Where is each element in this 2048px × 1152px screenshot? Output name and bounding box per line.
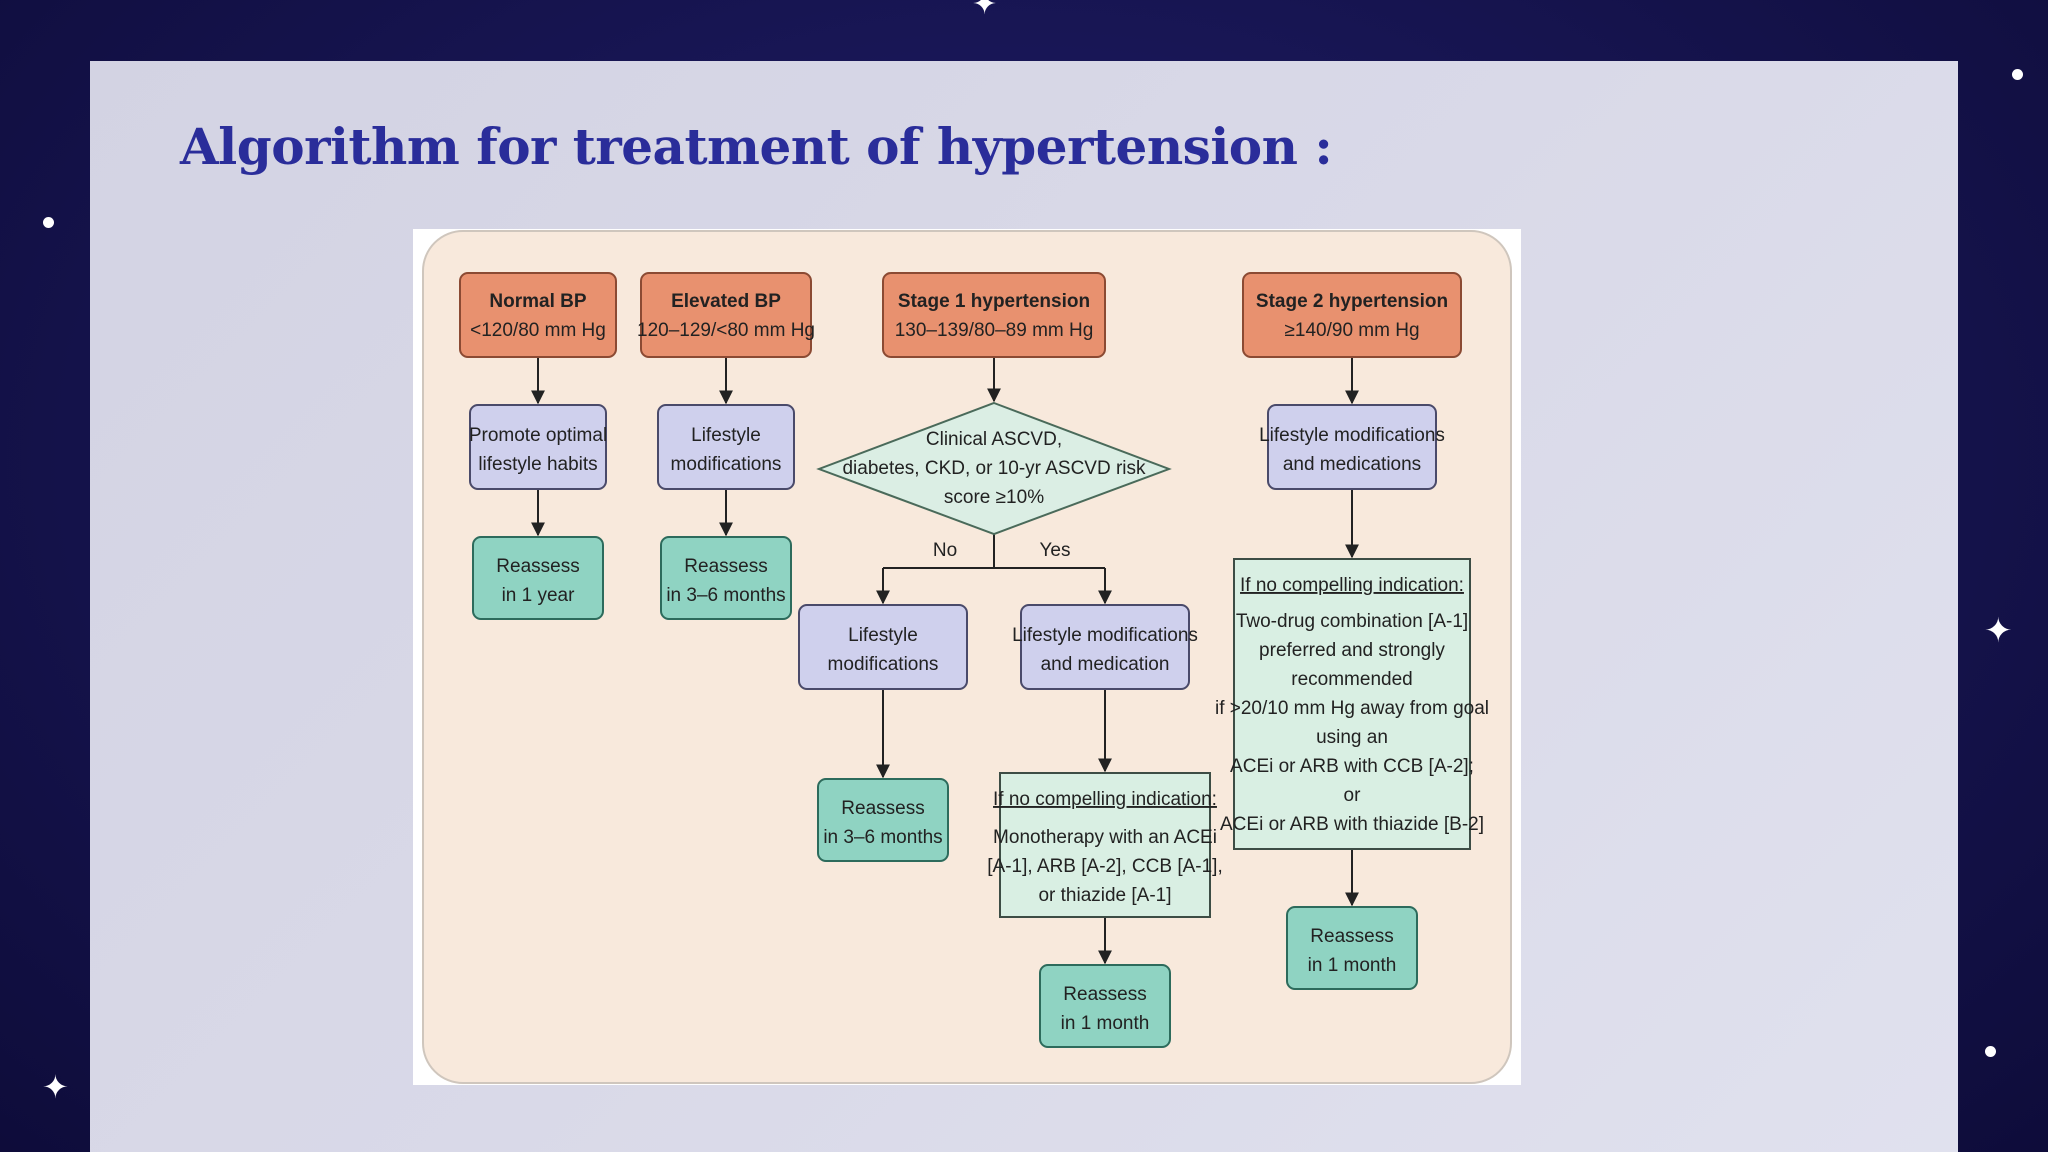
box-line: in 1 year	[502, 585, 576, 606]
box-line: Reassess	[684, 556, 767, 577]
box-line: in 3–6 months	[666, 585, 785, 606]
decision-diamond: Clinical ASCVD, diabetes, CKD, or 10-yr …	[816, 401, 1172, 536]
box-line: Reassess	[1310, 926, 1393, 947]
category-title: Elevated BP	[671, 291, 781, 312]
elevated-action-box: Lifestyle modifications	[657, 404, 795, 490]
box-line: and medication	[1041, 654, 1170, 675]
box-line: in 1 month	[1308, 955, 1397, 976]
box-line: Promote optimal	[469, 425, 607, 446]
no-reassess-box: Reassess in 3–6 months	[817, 778, 949, 862]
indication-line: using an	[1316, 727, 1388, 748]
box-line: in 3–6 months	[823, 827, 942, 848]
decision-line: Clinical ASCVD,	[926, 429, 1062, 450]
category-elevated-bp: Elevated BP 120–129/<80 mm Hg	[637, 272, 815, 358]
star-dot	[43, 217, 54, 228]
indication-line: recommended	[1291, 669, 1412, 690]
indication-line: [A-1], ARB [A-2], CCB [A-1],	[987, 856, 1222, 877]
category-range: <120/80 mm Hg	[470, 320, 606, 341]
indication-heading: If no compelling indication:	[1240, 575, 1464, 596]
normal-reassess-box: Reassess in 1 year	[472, 536, 604, 620]
indication-line: if >20/10 mm Hg away from goal	[1215, 698, 1489, 719]
sparkle-star-icon: ✦	[1984, 612, 2013, 650]
hypertension-flowchart: Normal BP <120/80 mm Hg Elevated BP 120–…	[422, 230, 1512, 1084]
star-dot	[1985, 1046, 1996, 1057]
category-range: 120–129/<80 mm Hg	[637, 320, 815, 341]
box-line: Lifestyle modifications	[1259, 425, 1445, 446]
indication-line: Two-drug combination [A-1]	[1236, 611, 1468, 632]
category-normal-bp: Normal BP <120/80 mm Hg	[459, 272, 617, 358]
indication-line: ACEi or ARB with thiazide [B-2]	[1220, 814, 1484, 835]
flowchart-image: Normal BP <120/80 mm Hg Elevated BP 120–…	[413, 229, 1521, 1085]
elevated-reassess-box: Reassess in 3–6 months	[660, 536, 792, 620]
category-stage2-hypertension: Stage 2 hypertension ≥140/90 mm Hg	[1242, 272, 1462, 358]
category-title: Stage 1 hypertension	[898, 291, 1090, 312]
yes-label: Yes	[1040, 540, 1071, 561]
no-action-box: Lifestyle modifications	[798, 604, 968, 690]
stage2-action-box: Lifestyle modifications and medications	[1259, 404, 1445, 490]
sparkle-star-icon: ✦	[42, 1069, 69, 1105]
category-range: 130–139/80–89 mm Hg	[895, 320, 1094, 341]
star-dot	[2012, 69, 2023, 80]
box-line: Lifestyle modifications	[1012, 625, 1198, 646]
box-line: Reassess	[496, 556, 579, 577]
decision-line: score ≥10%	[944, 487, 1044, 508]
indication-line: or thiazide [A-1]	[1038, 885, 1171, 906]
category-title: Stage 2 hypertension	[1256, 291, 1448, 312]
category-stage1-hypertension: Stage 1 hypertension 130–139/80–89 mm Hg	[882, 272, 1106, 358]
indication-line: or	[1344, 785, 1362, 806]
stage2-indication-box: If no compelling indication: Two-drug co…	[1215, 558, 1489, 850]
decision-line: diabetes, CKD, or 10-yr ASCVD risk	[842, 458, 1146, 479]
slide-title: Algorithm for treatment of hypertension …	[180, 117, 1333, 176]
category-range: ≥140/90 mm Hg	[1284, 320, 1419, 341]
yes-action-box: Lifestyle modifications and medication	[1012, 604, 1198, 690]
box-line: modifications	[671, 454, 782, 475]
box-line: lifestyle habits	[478, 454, 597, 475]
box-line: Reassess	[841, 798, 924, 819]
slide: Algorithm for treatment of hypertension …	[90, 61, 1958, 1152]
box-line: and medications	[1283, 454, 1421, 475]
indication-line: preferred and strongly	[1259, 640, 1445, 661]
indication-heading: If no compelling indication:	[993, 789, 1217, 810]
box-line: Reassess	[1063, 984, 1146, 1005]
indication-line: ACEi or ARB with CCB [A-2];	[1230, 756, 1474, 777]
stage2-reassess-box: Reassess in 1 month	[1286, 906, 1418, 990]
connectors	[531, 357, 1359, 965]
normal-action-box: Promote optimal lifestyle habits	[469, 404, 607, 490]
box-line: Lifestyle	[691, 425, 761, 446]
no-label: No	[933, 540, 957, 561]
yes-reassess-box: Reassess in 1 month	[1039, 964, 1171, 1048]
category-title: Normal BP	[489, 291, 586, 312]
box-line: in 1 month	[1061, 1013, 1150, 1034]
sparkle-star-icon: ✦	[972, 0, 998, 21]
indication-line: Monotherapy with an ACEi	[993, 827, 1217, 848]
box-line: modifications	[828, 654, 939, 675]
yes-indication-box: If no compelling indication: Monotherapy…	[987, 772, 1223, 918]
box-line: Lifestyle	[848, 625, 918, 646]
